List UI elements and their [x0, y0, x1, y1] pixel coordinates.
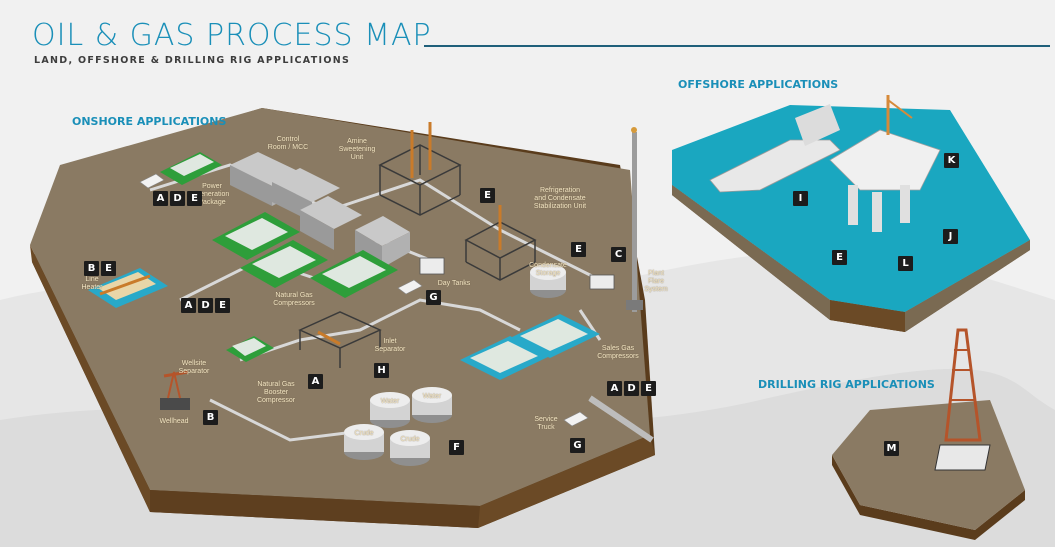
- label-inlet-separator: Inlet Separator: [374, 338, 406, 353]
- badge: A: [181, 298, 196, 313]
- green-compressor-skids: [160, 152, 398, 362]
- badge: B: [84, 261, 99, 276]
- badge: E: [187, 191, 202, 206]
- badge-offshore-e: E: [832, 250, 847, 265]
- label-flare: Plant Flare System: [644, 270, 668, 293]
- label-service-truck: Service Truck: [534, 416, 558, 431]
- badge: E: [641, 381, 656, 396]
- badge-amine-e: E: [480, 188, 495, 203]
- badge-booster-a: A: [308, 374, 323, 389]
- badge-flare-c: C: [611, 247, 626, 262]
- page-title: OIL & GAS PROCESS MAP: [32, 18, 432, 53]
- badge: D: [198, 298, 213, 313]
- badge: D: [624, 381, 639, 396]
- offshore-heading: OFFSHORE APPLICATIONS: [678, 78, 839, 91]
- label-water-1: Water: [380, 398, 400, 405]
- badge: E: [101, 261, 116, 276]
- wellhead-pump: [160, 370, 190, 410]
- label-wellsite-separator: Wellsite Separator: [178, 360, 210, 375]
- badge: A: [607, 381, 622, 396]
- label-booster-compressor: Natural Gas Booster Compressor: [256, 381, 296, 404]
- label-power-generation: Power Generation Package: [194, 183, 230, 206]
- label-water-2: Water: [422, 393, 442, 400]
- label-refrigeration: Refrigeration and Condensate Stabilizati…: [533, 187, 587, 210]
- badge-offshore-l: L: [898, 256, 913, 271]
- page-subtitle: LAND, OFFSHORE & DRILLING RIG APPLICATIO…: [34, 55, 351, 66]
- badge-offshore-i: I: [793, 191, 808, 206]
- label-condensate: Condensate Storage: [529, 262, 567, 277]
- badge-truck-g: G: [570, 438, 585, 453]
- label-ng-compressors: Natural Gas Compressors: [273, 292, 315, 307]
- trucks: [139, 173, 589, 427]
- badge-offshore-k: K: [944, 153, 959, 168]
- badge-wellhead-b: B: [203, 410, 218, 425]
- offshore-platform-scene: [672, 95, 1030, 332]
- blue-skids: [88, 268, 600, 380]
- title-underline: [424, 45, 1050, 47]
- label-control-room: Control Room / MCC: [267, 136, 309, 151]
- drilling-heading: DRILLING RIG APPLICATIONS: [758, 378, 935, 391]
- label-wellhead: Wellhead: [159, 418, 189, 425]
- drilling-rig-scene: [832, 328, 1025, 540]
- badge: D: [170, 191, 185, 206]
- label-line-heater: Line Heater: [81, 276, 103, 291]
- label-crude-1: Crude: [354, 430, 374, 437]
- badge: E: [215, 298, 230, 313]
- label-amine-unit: Amine Sweetening Unit: [338, 138, 376, 161]
- export-pipeline: [588, 395, 654, 443]
- badge-drilling-m: M: [884, 441, 899, 456]
- onshore-heading: ONSHORE APPLICATIONS: [72, 115, 227, 128]
- label-sales-gas: Sales Gas Compressors: [597, 345, 639, 360]
- badge: A: [153, 191, 168, 206]
- flare-stack: [626, 127, 643, 312]
- badge-day-g: G: [426, 290, 441, 305]
- badge-crude-f: F: [449, 440, 464, 455]
- badge-offshore-j: J: [943, 229, 958, 244]
- orange-structures: [99, 122, 502, 346]
- badge-condensate-e: E: [571, 242, 586, 257]
- badge-inlet-h: H: [374, 363, 389, 378]
- label-day-tanks: Day Tanks: [437, 280, 471, 287]
- label-crude-2: Crude: [400, 436, 420, 443]
- storage-tanks: [344, 257, 615, 466]
- process-frames: [298, 144, 537, 368]
